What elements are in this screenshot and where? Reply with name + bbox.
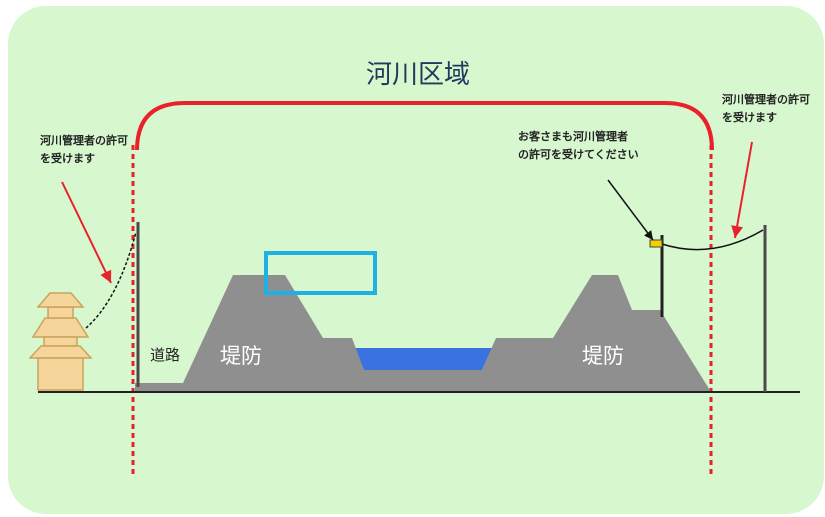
right-note-arrow: [731, 141, 753, 239]
river-area-bracket: [135, 101, 714, 151]
pagoda-roof-house-icon: [28, 292, 93, 391]
center-note-arrow: [607, 179, 654, 241]
river-water: [352, 348, 492, 370]
right-note-line-1: 河川管理者の許可: [722, 92, 810, 106]
right-bank-label: 堤防: [582, 344, 624, 368]
left-service-wire: [85, 231, 137, 329]
left-bank-label: 堤防: [220, 344, 262, 368]
center-note-line-2: の許可を受けてください: [518, 147, 639, 161]
road-label: 道路: [150, 346, 180, 364]
center-note-line-1: お客さまも河川管理者: [518, 129, 628, 143]
right-note-line-2: を受けます: [722, 110, 777, 124]
left-note-line-2: を受けます: [40, 151, 95, 165]
left-note-arrow: [61, 181, 112, 284]
warning-sign-icon: [649, 239, 663, 248]
left-embankment: [135, 275, 711, 392]
left-note-line-1: 河川管理者の許可: [40, 133, 128, 147]
highlight-box: [264, 251, 377, 295]
river-area-title: 河川区域: [366, 60, 470, 90]
right-service-wire: [661, 229, 764, 251]
